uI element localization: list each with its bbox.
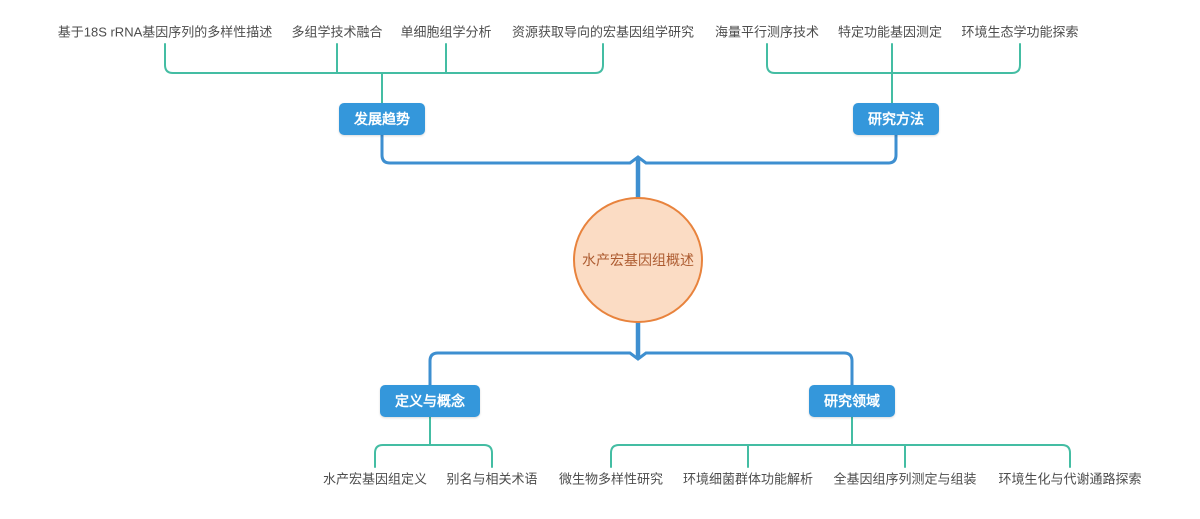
connector-definitions-children <box>374 416 493 468</box>
root-node-label: 水产宏基因组概述 <box>582 252 694 268</box>
leaf-specific-gene-assay[interactable]: 特定功能基因测定 <box>837 24 943 40</box>
leaf-aliases-related-terms[interactable]: 别名与相关术语 <box>446 471 538 487</box>
leaf-massive-parallel-sequencing[interactable]: 海量平行测序技术 <box>714 24 820 40</box>
root-node[interactable]: 水产宏基因组概述 <box>573 197 703 323</box>
connector-lower-branches <box>428 351 854 387</box>
leaf-microbial-diversity-research[interactable]: 微生物多样性研究 <box>558 471 664 487</box>
branch-node-research-fields[interactable]: 研究领域 <box>809 385 895 417</box>
connector-fields-children <box>610 416 1071 468</box>
connector-methods-children <box>766 43 1021 106</box>
leaf-environmental-ecology-function[interactable]: 环境生态学功能探索 <box>961 24 1079 40</box>
leaf-multi-omics-fusion[interactable]: 多组学技术融合 <box>291 24 383 40</box>
leaf-aquatic-metagenome-definition[interactable]: 水产宏基因组定义 <box>322 471 428 487</box>
leaf-whole-genome-sequencing-assembly[interactable]: 全基因组序列测定与组装 <box>833 471 977 487</box>
leaf-bacterial-community-function[interactable]: 环境细菌群体功能解析 <box>682 471 814 487</box>
branch-node-definition-concepts[interactable]: 定义与概念 <box>380 385 480 417</box>
leaf-resource-oriented-metagenomics[interactable]: 资源获取导向的宏基因组学研究 <box>511 24 695 40</box>
leaf-single-cell-omics[interactable]: 单细胞组学分析 <box>400 24 492 40</box>
connector-trends-children <box>164 43 604 106</box>
leaf-biochem-metabolic-pathways[interactable]: 环境生化与代谢通路探索 <box>998 471 1142 487</box>
branch-node-research-methods[interactable]: 研究方法 <box>853 103 939 135</box>
branch-node-development-trends[interactable]: 发展趋势 <box>339 103 425 135</box>
leaf-18s-rrna-diversity[interactable]: 基于18S rRNA基因序列的多样性描述 <box>57 24 273 40</box>
